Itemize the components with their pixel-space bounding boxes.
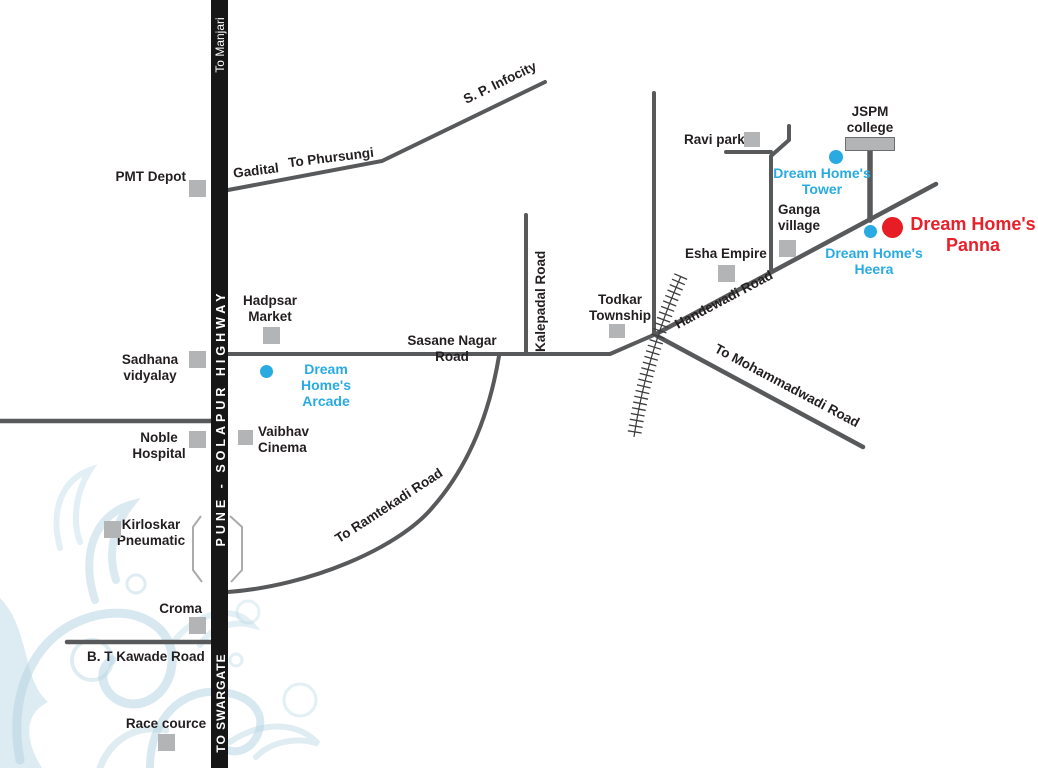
todkar-township-marker xyxy=(609,324,625,338)
landmark-label-esha-empire: Esha Empire xyxy=(685,246,767,261)
road-mohammadwadi xyxy=(654,333,866,450)
highway-label-to-manjari: To Manjari xyxy=(213,17,227,73)
landmark-label-jspm-college: JSPM college xyxy=(846,104,894,135)
tower-dot xyxy=(829,150,843,164)
jspm-college-marker xyxy=(845,137,895,151)
road-ravi-park-vertical xyxy=(769,124,791,274)
noble-hospital-marker xyxy=(189,431,206,448)
landmark-label-ganga-village: Ganga village xyxy=(778,202,821,233)
hadpsar-market-marker xyxy=(263,327,280,344)
road-phursungi-infocity xyxy=(226,80,547,192)
landmark-label-noble-hospital: Noble Hospital xyxy=(132,430,186,461)
vaibhav-cinema-marker xyxy=(238,430,253,445)
ravi-park-marker xyxy=(744,132,760,147)
kirloskar-pneumatic-marker xyxy=(104,521,121,538)
road-label-sasane-nagar: Sasane Nagar Road xyxy=(407,333,497,364)
project-label-heera: Dream Home's Heera xyxy=(825,245,923,278)
landmark-label-sadhana-vidyalay: Sadhana vidyalay xyxy=(121,352,179,383)
landmark-label-todkar-township: Todkar Township xyxy=(589,292,651,323)
pune-solapur-highway-band xyxy=(211,0,228,768)
project-label-panna: Dream Home's Panna xyxy=(910,214,1036,256)
road-label-bt-kawade: B. T Kawade Road xyxy=(87,649,205,664)
road-ramtekadi-curve xyxy=(226,354,501,594)
project-label-arcade: Dream Home's Arcade xyxy=(300,361,351,410)
sadhana-vidyalay-marker xyxy=(189,351,206,368)
heera-dot xyxy=(864,225,877,238)
landmark-label-ravi-park: Ravi park xyxy=(684,132,745,147)
road-handewadi xyxy=(653,181,939,337)
ganga-village-marker xyxy=(779,240,796,257)
railway-track xyxy=(627,273,688,439)
highway-label-pune-solapur: PUNE - SOLAPUR HIGHWAY xyxy=(214,289,228,547)
panna-dot xyxy=(882,217,903,238)
croma-marker xyxy=(189,617,206,634)
landmark-label-hadpsar-market: Hadpsar Market xyxy=(242,293,298,324)
road-sasane-nagar xyxy=(226,332,658,356)
bridge-marks xyxy=(192,515,243,583)
landmark-label-race-course: Race cource xyxy=(125,716,207,731)
project-label-tower: Dream Home's Tower xyxy=(773,165,871,198)
esha-empire-marker xyxy=(718,265,735,282)
arcade-dot xyxy=(260,365,273,378)
landmark-label-pmt-depot: PMT Depot xyxy=(115,169,187,184)
landmark-label-croma: Croma xyxy=(159,601,202,616)
race-course-marker xyxy=(158,734,175,751)
floral-ornament xyxy=(0,464,321,768)
pmt-depot-marker xyxy=(189,180,206,197)
road-label-kalepadal: Kalepadal Road xyxy=(533,250,548,352)
landmark-label-vaibhav-cinema: Vaibhav Cinema xyxy=(258,424,310,455)
landmark-label-kirloskar-pneumatic: Kirloskar Pneumatic xyxy=(116,517,186,548)
